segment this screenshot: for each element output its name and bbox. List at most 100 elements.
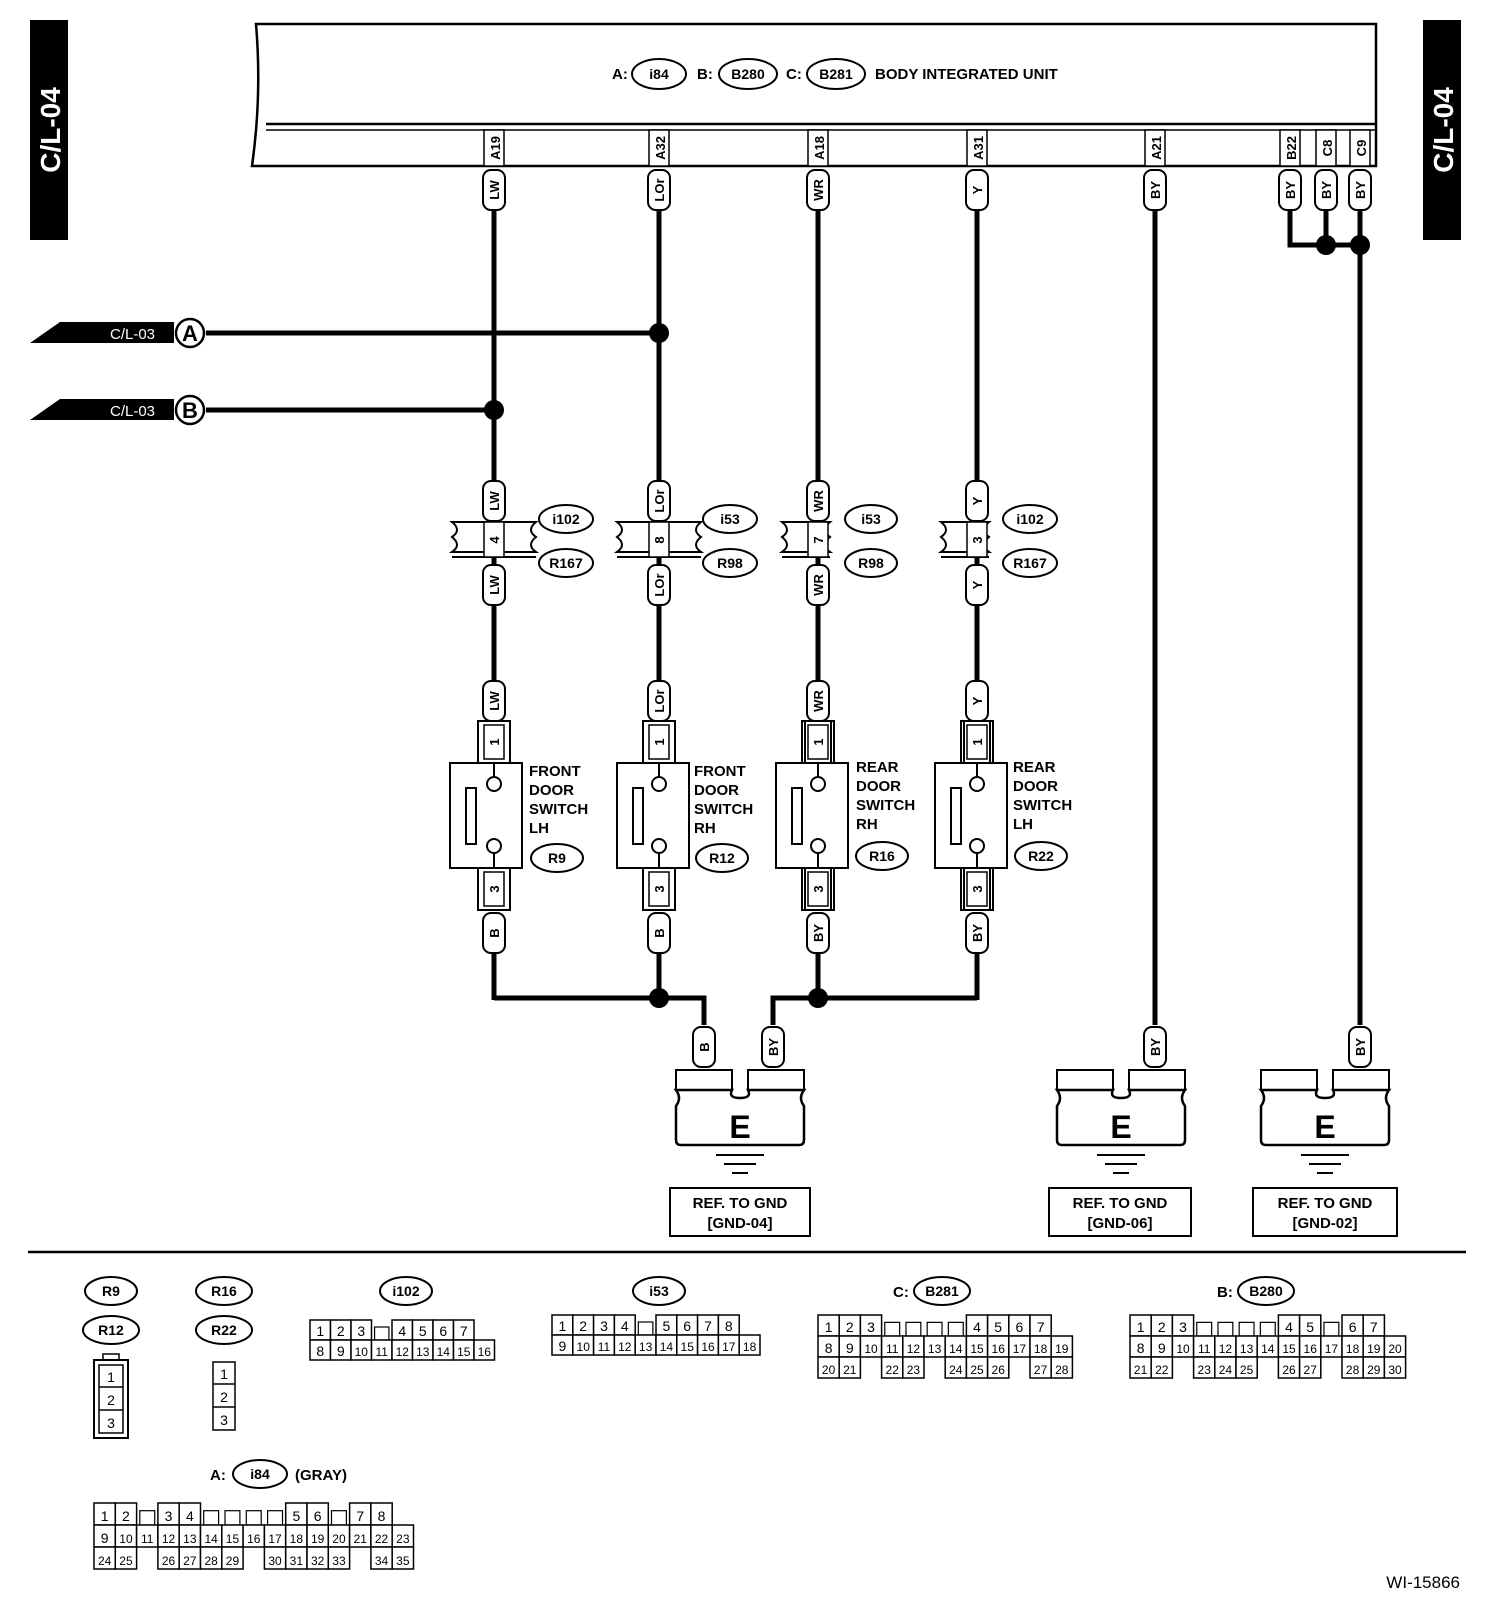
pin-number: 29 (226, 1554, 240, 1568)
pin-number: 11 (1198, 1342, 1211, 1356)
pin-number: 31 (290, 1554, 304, 1568)
bcm-pin-label: B22 (1284, 136, 1299, 160)
connector-view-id: B281 (925, 1283, 959, 1299)
pin-number: 27 (1304, 1363, 1318, 1377)
pin-cell (1235, 1356, 1258, 1379)
inline-id-top: i53 (861, 511, 881, 527)
bcm-pins: A19 A32 A18 A31 A21 B22 C8 C9 (483, 129, 1371, 167)
wire-color-label: B (652, 928, 667, 937)
pin-number: 4 (398, 1323, 406, 1339)
wires (206, 210, 1363, 1025)
pin-number: 13 (183, 1532, 197, 1546)
pin-number: 2 (579, 1318, 587, 1334)
pin-number: 15 (457, 1345, 471, 1359)
pin: 2 (220, 1389, 228, 1405)
connector-view-prefix: C: (893, 1284, 909, 1301)
wire-color-label: LW (487, 180, 502, 200)
bcm-pin-label: A31 (971, 136, 986, 160)
bcm-pin: A19 (483, 129, 505, 167)
bcm-pin-label: A21 (1149, 136, 1164, 160)
ground-letter: E (1110, 1109, 1131, 1145)
bcm-pin: A31 (966, 129, 988, 167)
pin-number: 13 (1240, 1342, 1254, 1356)
wire-color-label: LW (487, 491, 502, 511)
wire-color-tag: Y (965, 169, 989, 211)
wire-color-label: LOr (652, 689, 667, 712)
inline-id-top: i53 (720, 511, 740, 527)
switch-id: R22 (1028, 848, 1054, 864)
bcm-connector-b-prefix: B: (697, 66, 713, 83)
pin-cell (391, 1546, 415, 1570)
pin-number: 8 (725, 1318, 733, 1334)
connector-view-id: B280 (1249, 1283, 1283, 1299)
pin-number: 22 (886, 1363, 900, 1377)
pin-number: 2 (846, 1319, 854, 1335)
inline-connector: LW 4 i102 R167 LW (448, 480, 594, 606)
wire-color-label: WR (811, 574, 826, 596)
key-slot (926, 1321, 943, 1337)
key-slot (245, 1510, 262, 1526)
connector-view-suffix: (GRAY) (295, 1467, 347, 1484)
key-slot (224, 1510, 241, 1526)
bcm-pin: A21 (1144, 129, 1166, 167)
wire-color-label: WR (811, 490, 826, 512)
switch-rear-door-rh: WR 1 3 BY REAR DOOR SWITCH RH R16 (775, 680, 915, 954)
key-slot (905, 1321, 922, 1337)
pin-number: 11 (886, 1342, 899, 1356)
pin-number: 19 (311, 1532, 325, 1546)
pin-number: 5 (292, 1508, 300, 1524)
pin-number: 5 (419, 1323, 427, 1339)
wire-color-label: Y (970, 496, 985, 505)
bcm-pin: A32 (648, 129, 670, 167)
pin-number: 17 (1013, 1342, 1027, 1356)
pin: 1 (107, 1369, 115, 1385)
connector-view-id: i84 (250, 1466, 270, 1482)
offpage-ref: C/L-03 (110, 403, 155, 420)
connector-view-id: R16 (211, 1283, 237, 1299)
pin-number: 18 (1346, 1342, 1360, 1356)
pin-number: 10 (864, 1342, 878, 1356)
pin-number: 8 (378, 1508, 386, 1524)
connector-view-id: R9 (102, 1283, 120, 1299)
wire-color-label: BY (766, 1038, 781, 1056)
figure-id: WI-15866 (1386, 1573, 1460, 1592)
wire-color-label: LOr (652, 178, 667, 201)
pin-number: 29 (1367, 1363, 1381, 1377)
wire-color-tag: LOr (647, 169, 671, 211)
offpage-connector-a: C/L-03 A (30, 317, 206, 349)
pin-cell (1298, 1356, 1322, 1379)
pin-number: 1 (316, 1323, 324, 1339)
inline-id-top: i102 (1016, 511, 1043, 527)
ground-gnd-06: BY E REF. TO GND [GND-06] (1048, 1026, 1192, 1237)
pin-number: 14 (660, 1340, 674, 1354)
pin-number: 23 (396, 1532, 410, 1546)
bcm-connector-a-prefix: A: (612, 66, 628, 83)
wire-color-label: Y (970, 185, 985, 194)
pin-number: 18 (1034, 1342, 1048, 1356)
pin: 3 (220, 1412, 228, 1428)
pin-number: 7 (1370, 1319, 1378, 1335)
pin-number: 11 (376, 1345, 389, 1359)
pin-number: 25 (1240, 1363, 1254, 1377)
pin-number: 7 (356, 1508, 364, 1524)
wire-color-tag: WR (806, 169, 830, 211)
pin-number: 20 (1388, 1342, 1402, 1356)
pin-number: 7 (1037, 1319, 1045, 1335)
pin-number: 15 (1282, 1342, 1296, 1356)
pin-number: 32 (311, 1554, 325, 1568)
pin-number: 26 (1282, 1363, 1296, 1377)
wire-color-label: BY (1353, 1038, 1368, 1056)
pin-cell (738, 1334, 761, 1356)
pin-cell (327, 1546, 351, 1570)
pin-number: 1 (1137, 1319, 1145, 1335)
pin-number: 24 (1219, 1363, 1233, 1377)
pin-number: 27 (1034, 1363, 1048, 1377)
pin-number: 4 (973, 1319, 981, 1335)
pin-number: 16 (701, 1340, 715, 1354)
